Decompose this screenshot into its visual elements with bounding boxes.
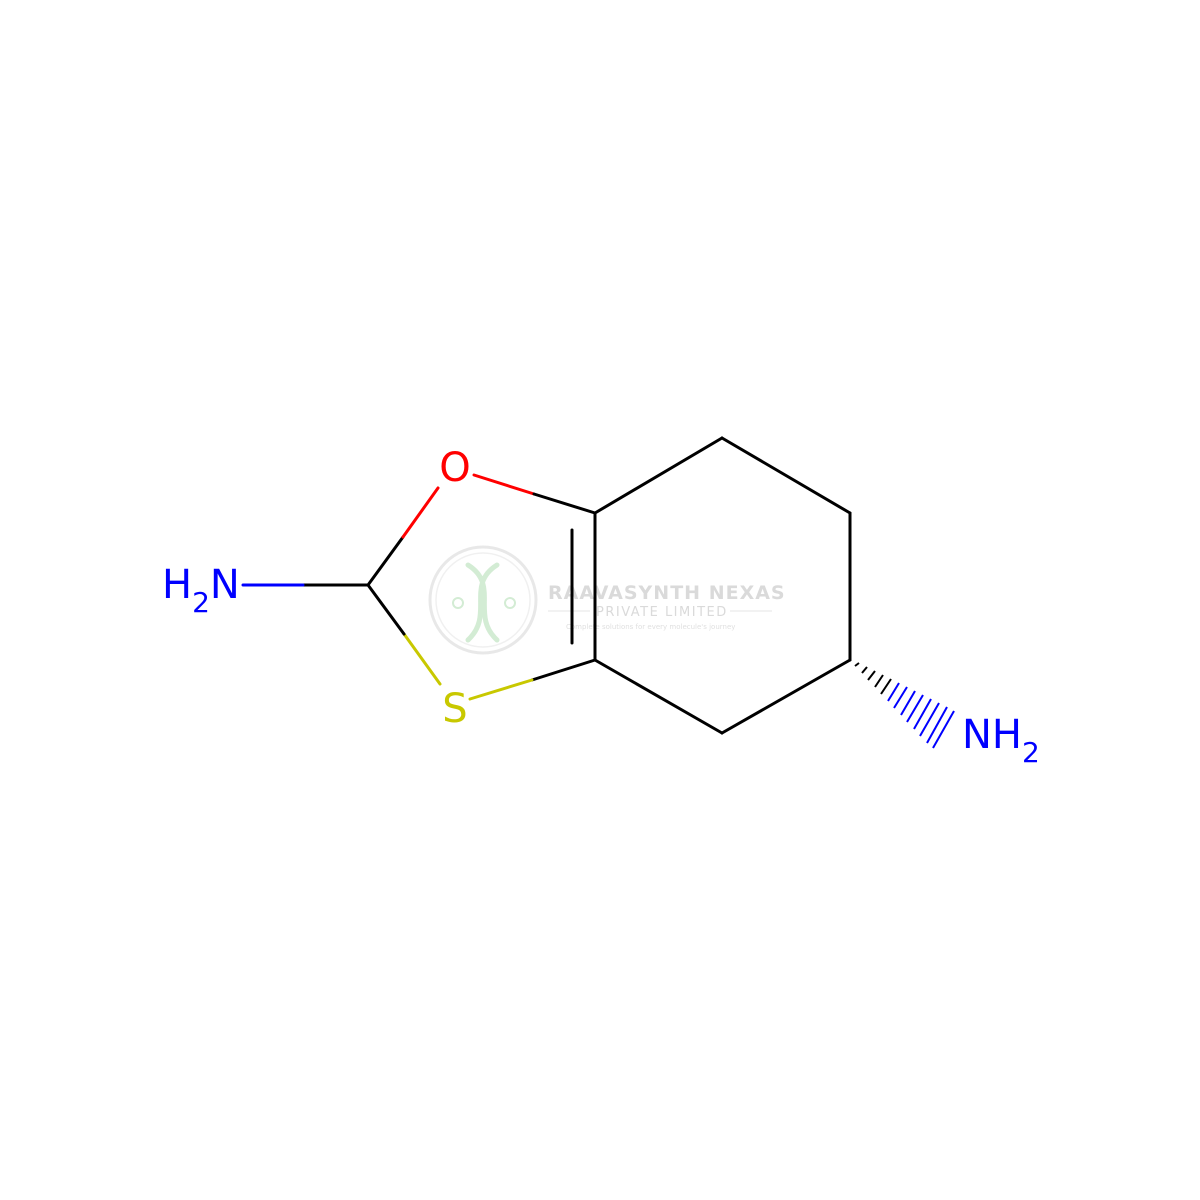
watermark-logo-ring	[428, 545, 538, 655]
wedge-hash	[913, 698, 932, 730]
bond-s-c2	[366, 583, 406, 636]
atom-amine-right: NH2	[962, 712, 1040, 769]
wedge-hash	[848, 658, 852, 661]
amine-right-subscript: 2	[1022, 736, 1040, 769]
bonds	[241, 436, 852, 735]
bond-c5-c4	[720, 658, 852, 735]
wedge-hash	[893, 686, 908, 709]
watermark-subtitle: PRIVATE LIMITED	[596, 605, 728, 620]
atom-sulfur: S	[442, 686, 467, 732]
wedge-hash	[867, 670, 876, 681]
wedge-hash	[919, 702, 940, 737]
wedge-hash	[932, 710, 955, 749]
amine-left-n: N	[210, 562, 240, 608]
watermark-dna-icon	[465, 562, 500, 643]
wedge-hash	[906, 694, 924, 723]
watermark-hex-icon	[504, 597, 516, 609]
bond-c3a-s	[530, 658, 597, 682]
bond-c7-c6	[720, 436, 852, 515]
wedge-hash	[926, 706, 948, 744]
amine-left-subscript: 2	[192, 586, 210, 619]
wedge-hash	[887, 682, 900, 702]
bond-c2-o	[401, 486, 440, 539]
wedge-hash	[861, 666, 868, 674]
watermark-hex-icon	[452, 597, 464, 609]
atom-amine-left: H2N	[162, 562, 240, 619]
bond-o-c7a	[472, 473, 536, 496]
bond-c3a-s	[468, 678, 534, 701]
amine-right-nh: NH	[962, 712, 1022, 758]
watermark-tagline: Complete solutions for every molecule's …	[566, 623, 735, 631]
hashed-wedge-bond	[848, 658, 955, 749]
amine-left-h: H	[162, 562, 192, 608]
bond-c2-o	[366, 535, 405, 587]
wedge-hash	[900, 690, 916, 716]
atom-oxygen: O	[439, 445, 470, 491]
watermark: RAAVASYNTH NEXAS PRIVATE LIMITED Complet…	[428, 545, 786, 655]
wedge-hash	[880, 678, 892, 695]
bond-c7a-c7	[593, 436, 724, 515]
watermark-logo-ring-inner	[435, 552, 531, 648]
bond-o-c7a	[532, 492, 597, 515]
watermark-company: RAAVASYNTH NEXAS	[548, 582, 786, 604]
wedge-hash	[874, 674, 884, 688]
bond-c4-c3a	[593, 658, 724, 735]
bond-s-c2	[402, 632, 442, 686]
wedge-hash	[854, 662, 860, 667]
